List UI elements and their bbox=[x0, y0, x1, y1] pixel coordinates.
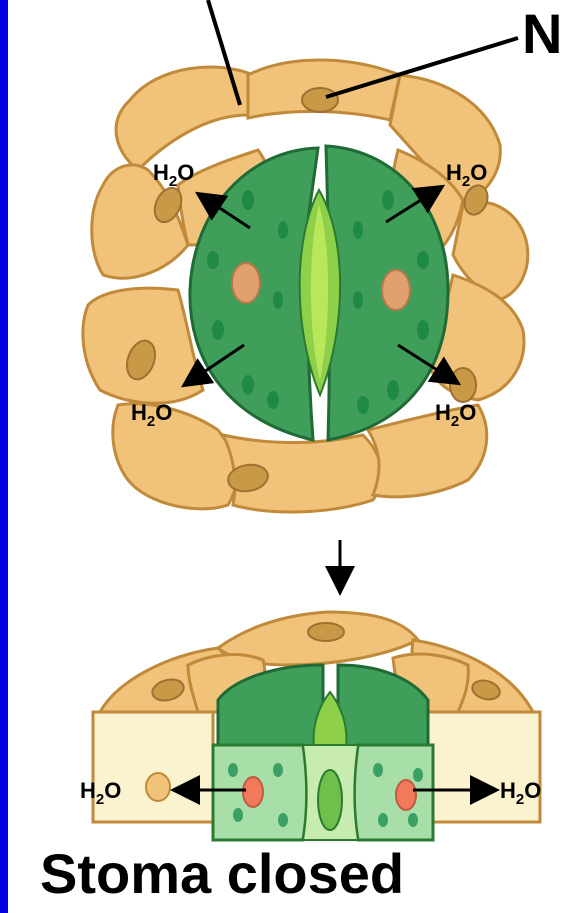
stoma-cross-section: H2O H2O bbox=[80, 612, 541, 840]
stoma-top-view: H2O H2O H2O H2O bbox=[83, 0, 528, 512]
diagram-canvas: N bbox=[8, 0, 576, 913]
stomata-illustration: H2O H2O H2O H2O bbox=[8, 0, 576, 913]
guard-cells bbox=[190, 146, 448, 440]
caption-stoma-closed: Stoma closed bbox=[40, 842, 576, 906]
